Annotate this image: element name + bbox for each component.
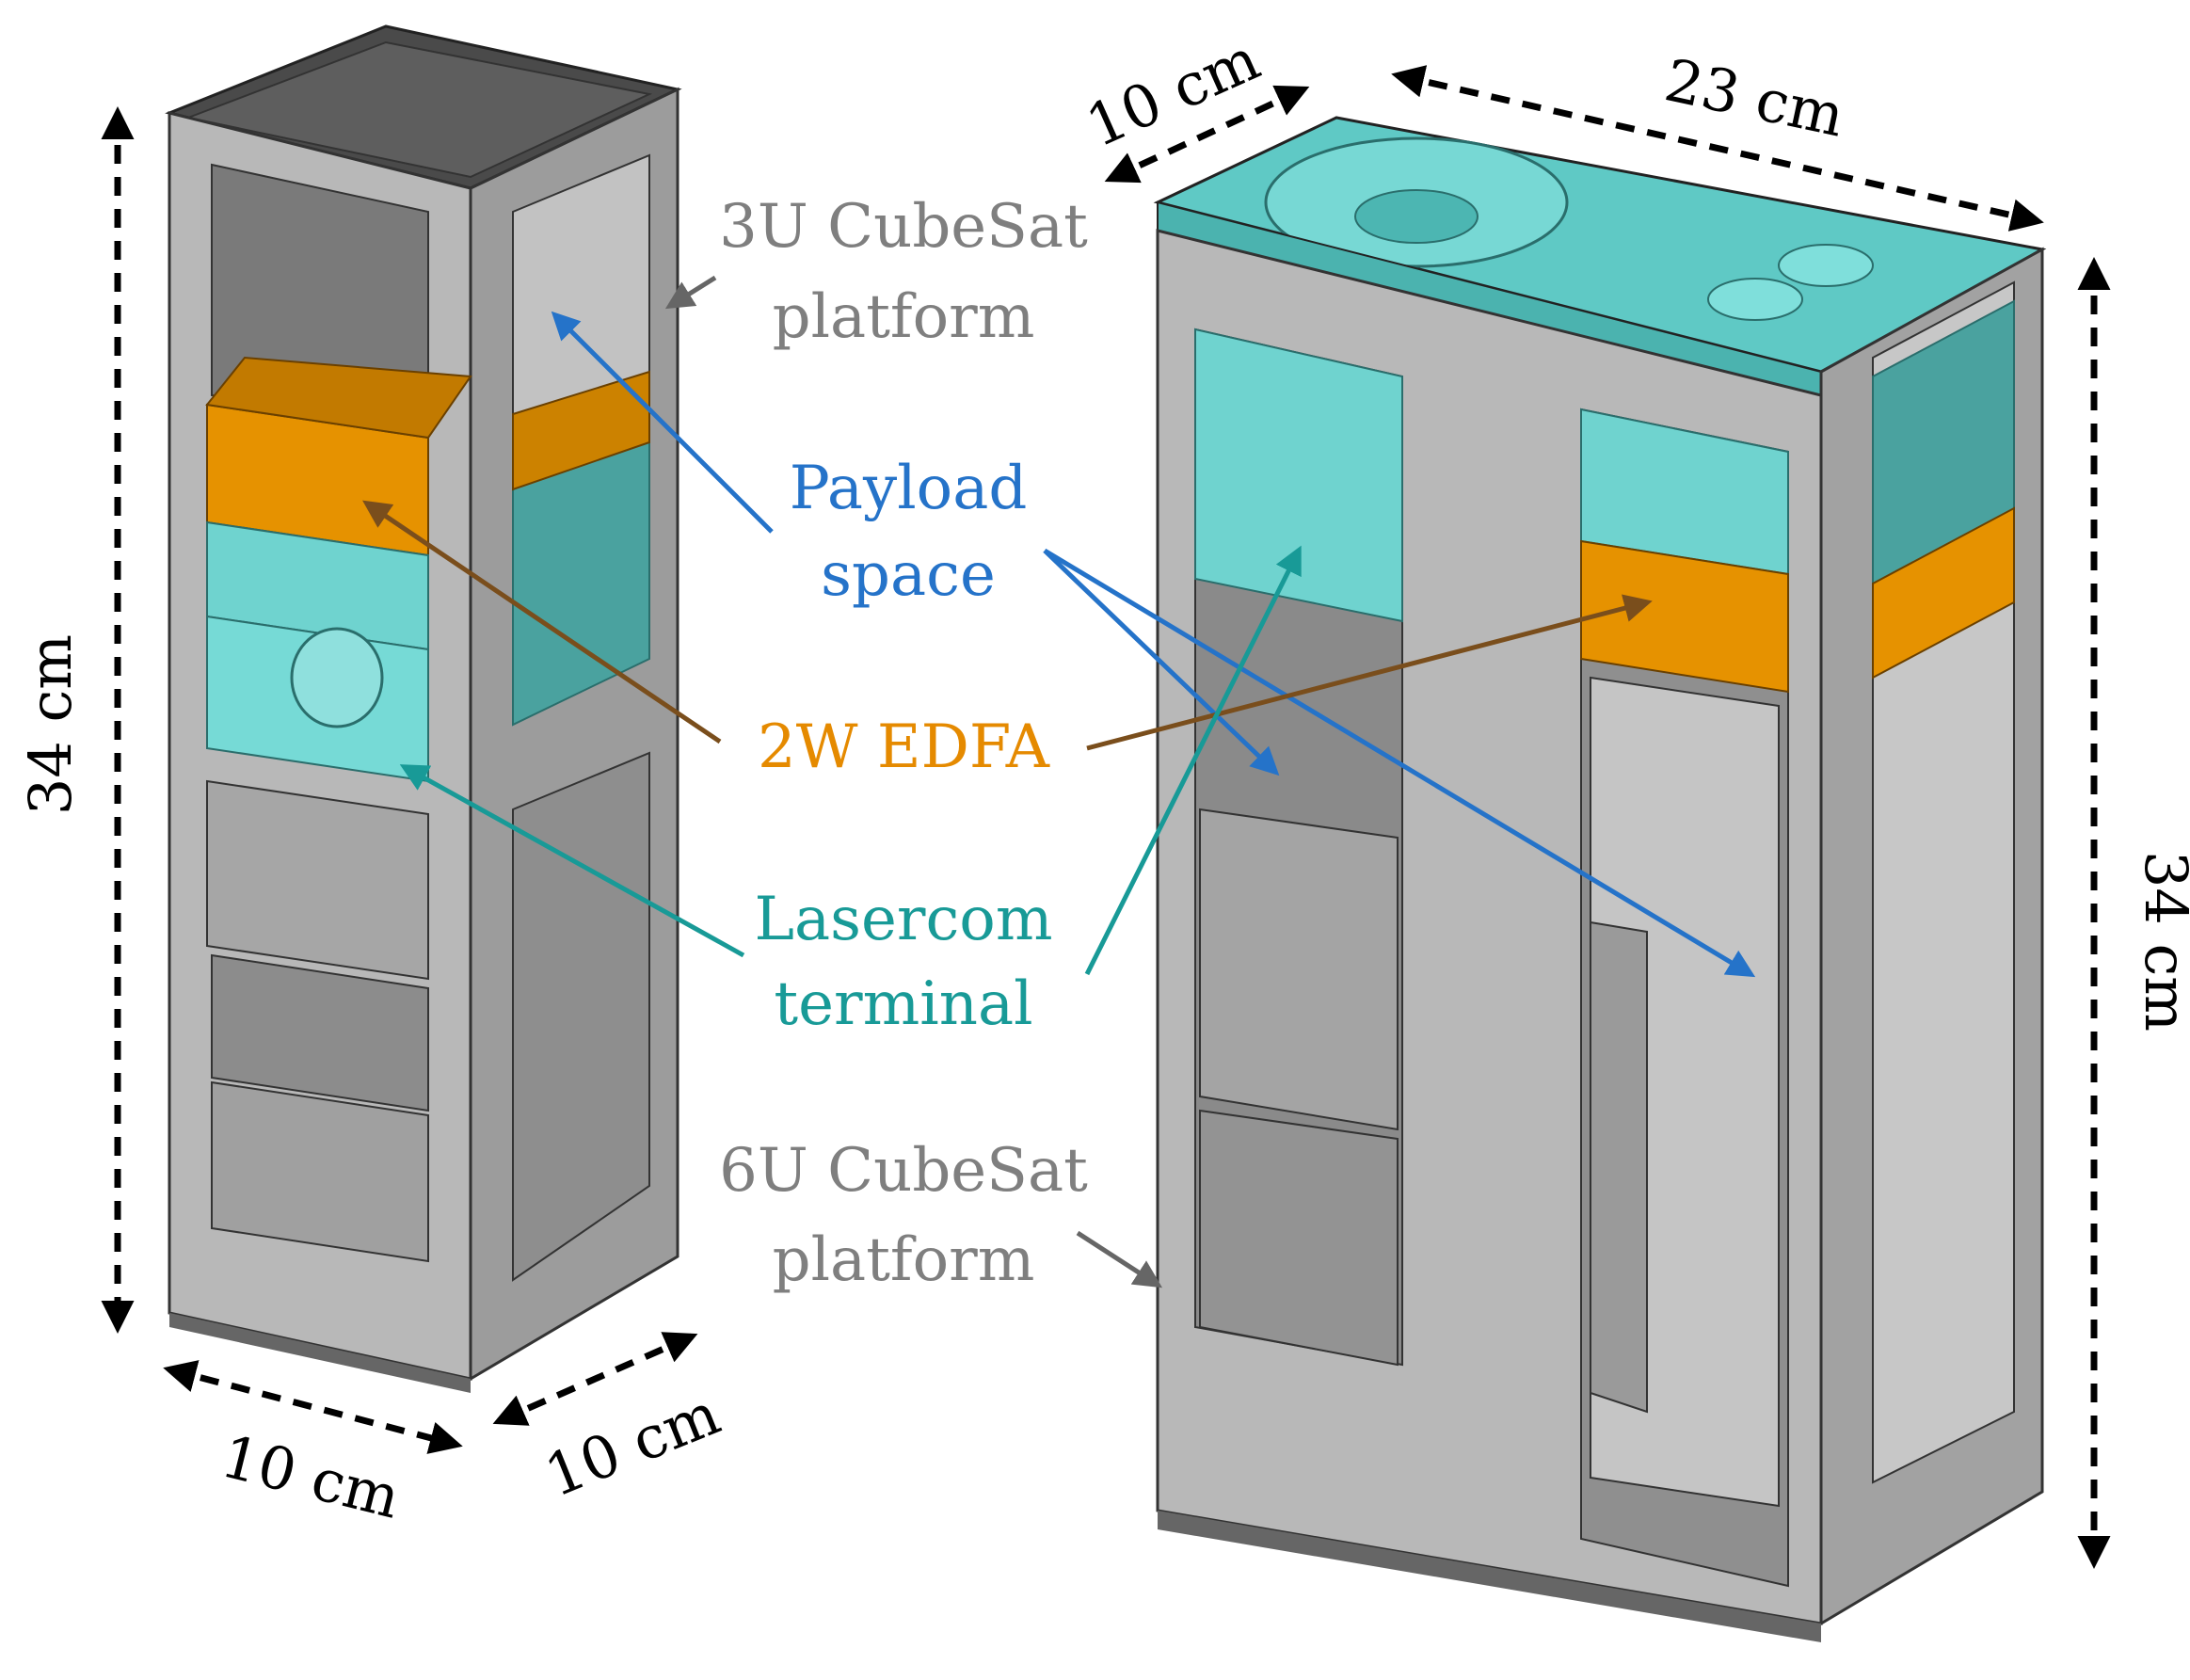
lasercom-label-line2: terminal (774, 969, 1032, 1039)
payload-arrow-6u-left (1043, 549, 1280, 776)
callout-arrows (362, 275, 1756, 1288)
platform-3u-label-line1: 3U CubeSat (719, 192, 1088, 262)
edfa-arrow-6u (1086, 594, 1653, 751)
edfa-label: 2W EDFA (758, 712, 1050, 782)
cubesat-6u-model (1153, 116, 2047, 1642)
lasercom-arrow-3u (399, 764, 745, 958)
platform-3u-arrow (664, 275, 717, 310)
payload-label-line2: space (821, 540, 996, 610)
cubesat-3u-model (165, 24, 682, 1393)
dim-3u-side-label: 10 cm (536, 1379, 728, 1511)
platform-3u-label-line2: platform (773, 282, 1035, 352)
dim-3u-front-arrow (163, 1360, 463, 1454)
dim-6u-width-arrow (1391, 65, 2044, 232)
platform-6u-label-line2: platform (773, 1225, 1035, 1295)
dim-6u-width-label: 23 cm (1659, 45, 1850, 150)
platform-6u-label-line1: 6U CubeSat (719, 1136, 1088, 1206)
edfa-arrow-3u (362, 500, 722, 744)
lasercom-arrow-6u (1084, 545, 1302, 976)
dim-3u-side-arrow (492, 1332, 698, 1426)
dim-6u-depth-label: 10 cm (1077, 24, 1270, 161)
dim-3u-height-label: 34 cm (16, 634, 85, 815)
platform-6u-arrow (1076, 1230, 1163, 1288)
dimension-arrows (101, 65, 2111, 1569)
lasercom-label-line1: Lasercom (754, 885, 1052, 954)
dim-3u-front-label: 10 cm (215, 1421, 407, 1531)
payload-arrow-3u (551, 311, 774, 534)
callout-labels: 3U CubeSat platform Payload space 2W EDF… (719, 192, 1088, 1295)
dim-6u-height-label: 34 cm (2132, 851, 2190, 1032)
payload-label-line1: Payload (790, 454, 1028, 523)
dim-6u-depth-arrow (1104, 85, 1310, 184)
payload-arrow-6u-right (1043, 548, 1756, 978)
